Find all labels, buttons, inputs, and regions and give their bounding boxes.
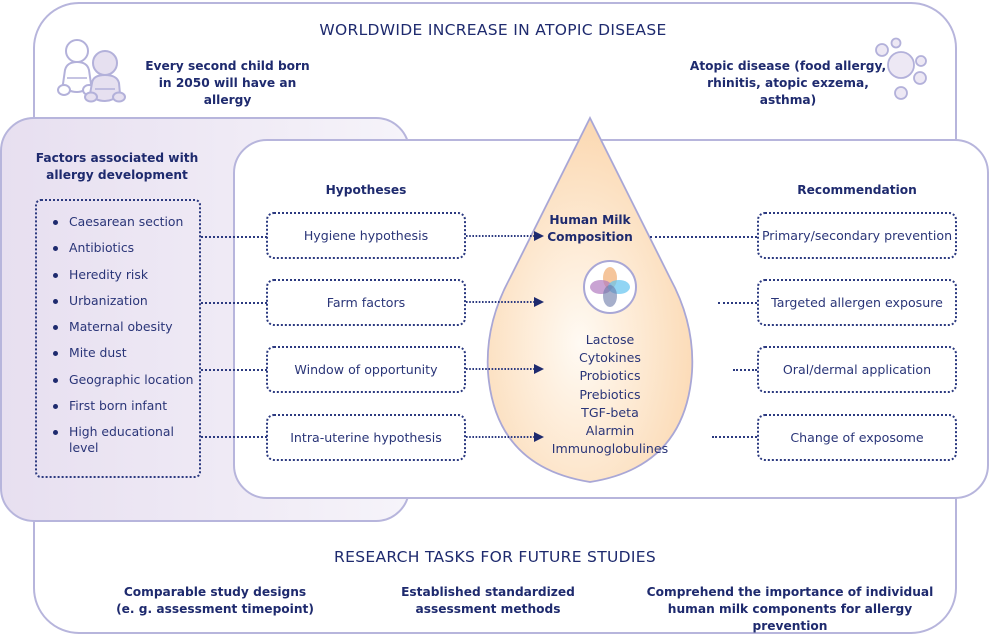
connector-factors-farm <box>201 302 267 304</box>
factors-heading-line-2: allergy development <box>46 168 188 182</box>
milk-component: TGF-beta <box>581 404 639 420</box>
arrow-head <box>534 364 544 374</box>
connector-milk-oral <box>733 369 757 371</box>
recommendation-heading: Recommendation <box>797 183 917 197</box>
factors-list: Caesarean section Antibiotics Heredity r… <box>35 199 201 478</box>
research-task-line: (e. g. assessment timepoint) <box>116 602 314 616</box>
milk-components-list: Lactose Cytokines Probiotics Prebiotics … <box>530 331 690 458</box>
connector-milk-primary <box>650 236 757 238</box>
milk-component: Alarmin <box>585 423 635 439</box>
left-statement: Every second child born in 2050 will hav… <box>140 58 315 109</box>
research-task: Comparable study designs (e. g. assessme… <box>100 584 330 618</box>
hypothesis-window-of-opportunity: Window of opportunity <box>266 346 466 393</box>
research-task-line: Comprehend the importance of individual <box>646 585 934 599</box>
research-task-line: human milk components for allergy preven… <box>667 602 913 633</box>
milk-component: Probiotics <box>579 368 641 384</box>
research-task-line: Comparable study designs <box>123 585 307 599</box>
connector-factors-hygiene <box>201 236 267 238</box>
milk-heading-line-1: Human Milk <box>549 213 631 227</box>
factor-item: First born infant <box>53 398 199 414</box>
connector-milk-targeted <box>718 302 757 304</box>
arrow-head <box>534 297 544 307</box>
right-statement: Atopic disease (food allergy, rhinitis, … <box>688 58 888 109</box>
milk-component: Cytokines <box>579 350 641 366</box>
factor-item: Geographic location <box>53 372 199 388</box>
recommendation-targeted-allergen: Targeted allergen exposure <box>757 279 957 326</box>
hypotheses-heading: Hypotheses <box>325 183 407 197</box>
hypothesis-farm-factors: Farm factors <box>266 279 466 326</box>
research-task: Comprehend the importance of individual … <box>630 584 950 635</box>
factor-item: Heredity risk <box>53 267 199 283</box>
research-task: Established standardized assessment meth… <box>378 584 598 618</box>
research-task-line: Established standardized <box>401 585 575 599</box>
arrow-head <box>534 432 544 442</box>
recommendation-primary-secondary: Primary/secondary prevention <box>757 212 957 259</box>
header-title: WORLDWIDE INCREASE IN ATOPIC DISEASE <box>319 21 667 39</box>
factor-item: Maternal obesity <box>53 319 199 335</box>
recommendation-oral-dermal: Oral/dermal application <box>757 346 957 393</box>
hypothesis-intra-uterine: Intra-uterine hypothesis <box>266 414 466 461</box>
recommendation-change-exposome: Change of exposome <box>757 414 957 461</box>
milk-component: Prebiotics <box>579 386 641 402</box>
connector-factors-intrauterine <box>201 436 267 438</box>
milk-component: Immunoglobulines <box>551 441 669 457</box>
left-statement-line-1: Every second child born <box>145 59 310 73</box>
connector-milk-exposome <box>712 436 757 438</box>
research-title: RESEARCH TASKS FOR FUTURE STUDIES <box>334 548 656 566</box>
right-statement-line-2: rhinitis, atopic exzema, asthma) <box>707 76 869 107</box>
milk-heading-line-2: Composition <box>547 230 633 244</box>
factor-item: Urbanization <box>53 293 199 309</box>
milk-heading: Human Milk Composition <box>530 212 650 246</box>
factors-heading: Factors associated with allergy developm… <box>22 150 212 184</box>
babies-icon <box>57 39 126 103</box>
clover-molecule-icon <box>583 260 637 314</box>
research-task-line: assessment methods <box>415 602 561 616</box>
milk-component: Lactose <box>585 332 635 347</box>
factor-item: Antibiotics <box>53 240 199 256</box>
right-statement-line-1: Atopic disease (food allergy, <box>689 59 887 73</box>
bubbles-icon <box>875 37 927 100</box>
hypothesis-hygiene: Hygiene hypothesis <box>266 212 466 259</box>
connector-factors-window <box>201 369 267 371</box>
left-statement-line-2: in 2050 will have an allergy <box>158 76 297 107</box>
factor-item: Caesarean section <box>53 214 199 230</box>
factor-item: High educational level <box>53 424 179 456</box>
arrows-to-milk <box>466 231 544 442</box>
factor-item: Mite dust <box>53 345 199 361</box>
factors-heading-line-1: Factors associated with <box>35 151 199 165</box>
arrow-head <box>534 231 544 241</box>
